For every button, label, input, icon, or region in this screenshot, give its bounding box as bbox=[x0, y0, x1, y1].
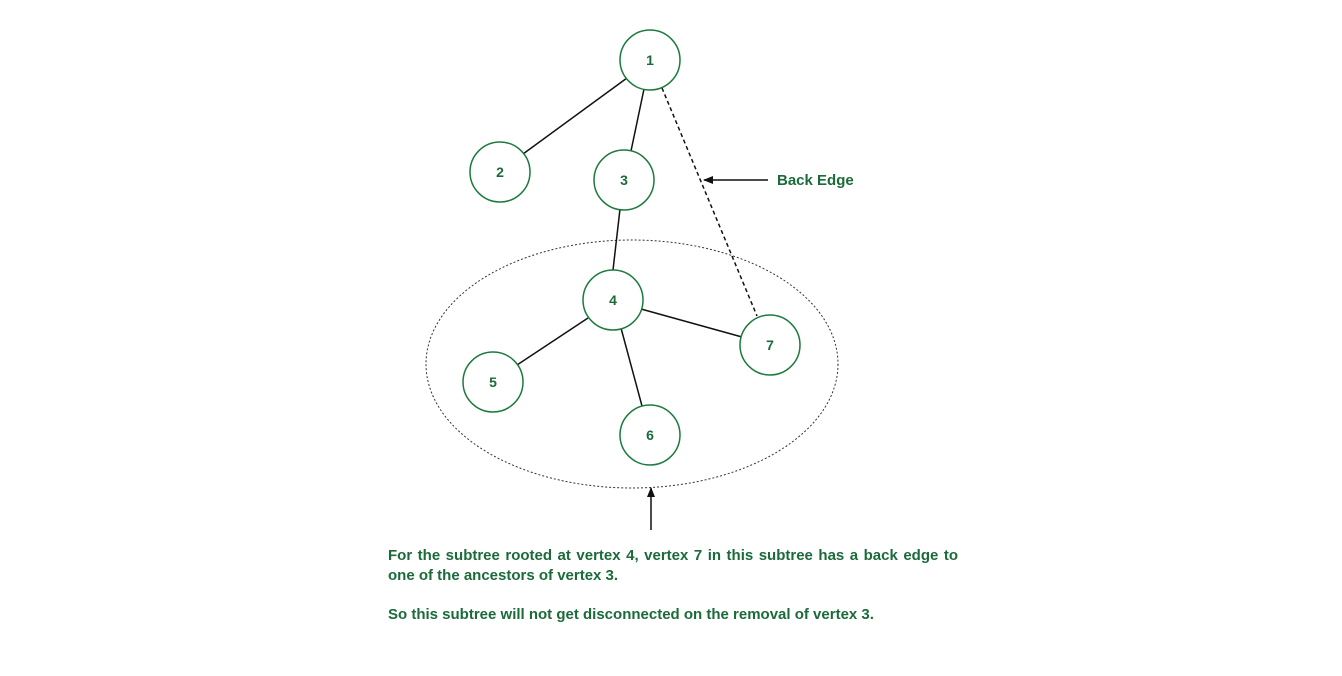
edge-4-7 bbox=[640, 308, 743, 338]
edge-4-6 bbox=[620, 327, 643, 407]
subtree-highlight-ellipse bbox=[425, 239, 839, 489]
edge-1-3 bbox=[630, 88, 645, 152]
node-2-label: 2 bbox=[496, 164, 504, 180]
node-7: 7 bbox=[739, 314, 801, 376]
node-6: 6 bbox=[619, 404, 681, 466]
caption: For the subtree rooted at vertex 4, vert… bbox=[388, 546, 958, 625]
node-5: 5 bbox=[462, 351, 524, 413]
node-6-label: 6 bbox=[646, 427, 654, 443]
node-1: 1 bbox=[619, 29, 681, 91]
node-4-label: 4 bbox=[609, 292, 617, 308]
node-3: 3 bbox=[593, 149, 655, 211]
node-3-label: 3 bbox=[620, 172, 628, 188]
edge-1-2 bbox=[522, 77, 628, 155]
node-7-label: 7 bbox=[766, 337, 774, 353]
node-5-label: 5 bbox=[489, 374, 497, 390]
back-edge-7-1 bbox=[661, 87, 758, 317]
caption-line-2: So this subtree will not get disconnecte… bbox=[388, 606, 874, 623]
node-1-label: 1 bbox=[646, 52, 654, 68]
edge-4-5 bbox=[516, 317, 589, 366]
node-4: 4 bbox=[582, 269, 644, 331]
back-edge-label: Back Edge bbox=[777, 172, 854, 189]
node-2: 2 bbox=[469, 141, 531, 203]
edge-3-4 bbox=[612, 208, 621, 271]
caption-line-1: For the subtree rooted at vertex 4, vert… bbox=[388, 547, 958, 584]
